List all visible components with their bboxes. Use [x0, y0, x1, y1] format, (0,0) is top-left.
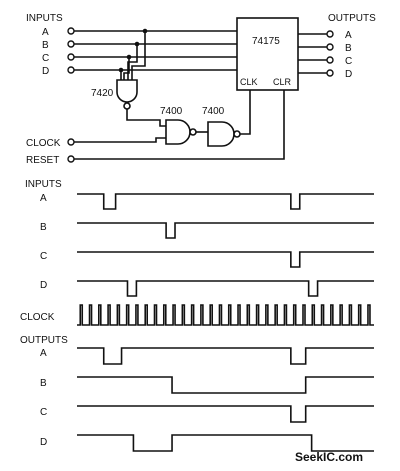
timing-output-label-d: D — [40, 437, 47, 448]
timing-input-label-b: B — [40, 222, 47, 233]
tap-wire-b — [127, 44, 138, 80]
schematic-input-label-a: A — [42, 27, 49, 38]
output-b-waveform — [77, 376, 374, 394]
output-d-terminal — [326, 69, 334, 77]
input-b-terminal — [67, 40, 75, 48]
output-a-terminal — [326, 30, 334, 38]
nand-7420-gate — [116, 79, 138, 103]
reset-terminal — [67, 155, 75, 163]
nand-7400-second-label: 7400 — [202, 106, 225, 117]
clock-terminal — [67, 138, 75, 146]
nand-7420-label: 7420 — [91, 88, 114, 99]
timing-inputs-title: INPUTS — [25, 179, 62, 190]
schematic-output-label-b: B — [345, 43, 352, 54]
timing-output-label-c: C — [40, 407, 47, 418]
tap-wire-c — [123, 57, 130, 80]
reset-wire — [74, 90, 285, 160]
ic-clr-pin-label: CLR — [273, 77, 292, 87]
watermark-logo: SeekIC.com — [295, 450, 363, 464]
schematic-output-label-d: D — [345, 69, 352, 80]
tap-wire-a — [131, 31, 146, 80]
schematic-reset-label: RESET — [26, 155, 59, 166]
input-c-terminal — [67, 53, 75, 61]
nand-7400-first-label: 7400 — [160, 106, 183, 117]
schematic-inputs-title: INPUTS — [26, 13, 63, 24]
timing-input-label-c: C — [40, 251, 47, 262]
schematic-input-label-d: D — [42, 66, 49, 77]
schematic-output-label-c: C — [345, 56, 352, 67]
nand-7400-first-gate — [165, 119, 191, 145]
timing-input-label-a: A — [40, 193, 47, 204]
input-c-waveform — [77, 251, 374, 268]
ic-clk-pin-label: CLK — [240, 77, 258, 87]
nand-7400-second-bubble — [233, 130, 241, 138]
wire-7420-to-7400a — [126, 109, 166, 127]
nand-7420-bubble — [123, 102, 131, 110]
schematic-outputs-title: OUTPUTS — [328, 13, 376, 24]
output-c-waveform — [77, 405, 374, 423]
clock-wire — [74, 137, 166, 143]
input-d-terminal — [67, 66, 75, 74]
schematic-output-label-a: A — [345, 30, 352, 41]
input-a-terminal — [67, 27, 75, 35]
schematic-clock-label: CLOCK — [26, 138, 61, 149]
nand-7400-first-bubble — [189, 128, 197, 136]
output-c-terminal — [326, 56, 334, 64]
output-a-waveform — [77, 347, 374, 365]
output-b-terminal — [326, 43, 334, 51]
timing-output-label-a: A — [40, 348, 47, 359]
clock-waveform — [77, 304, 374, 326]
input-a-waveform — [77, 193, 374, 210]
timing-clock-label: CLOCK — [20, 312, 55, 323]
input-d-waveform — [77, 280, 374, 297]
timing-output-label-b: B — [40, 378, 47, 389]
timing-input-label-d: D — [40, 280, 47, 291]
timing-outputs-title: OUTPUTS — [20, 335, 68, 346]
wire-7400b-to-clk — [240, 90, 251, 135]
nand-7400-second-gate — [207, 121, 235, 147]
schematic-input-label-c: C — [42, 53, 49, 64]
input-b-waveform — [77, 222, 374, 239]
ic-74175-label: 74175 — [252, 36, 280, 47]
schematic-input-label-b: B — [42, 40, 49, 51]
ic-74175-box — [236, 17, 299, 91]
output-d-waveform — [77, 434, 374, 452]
